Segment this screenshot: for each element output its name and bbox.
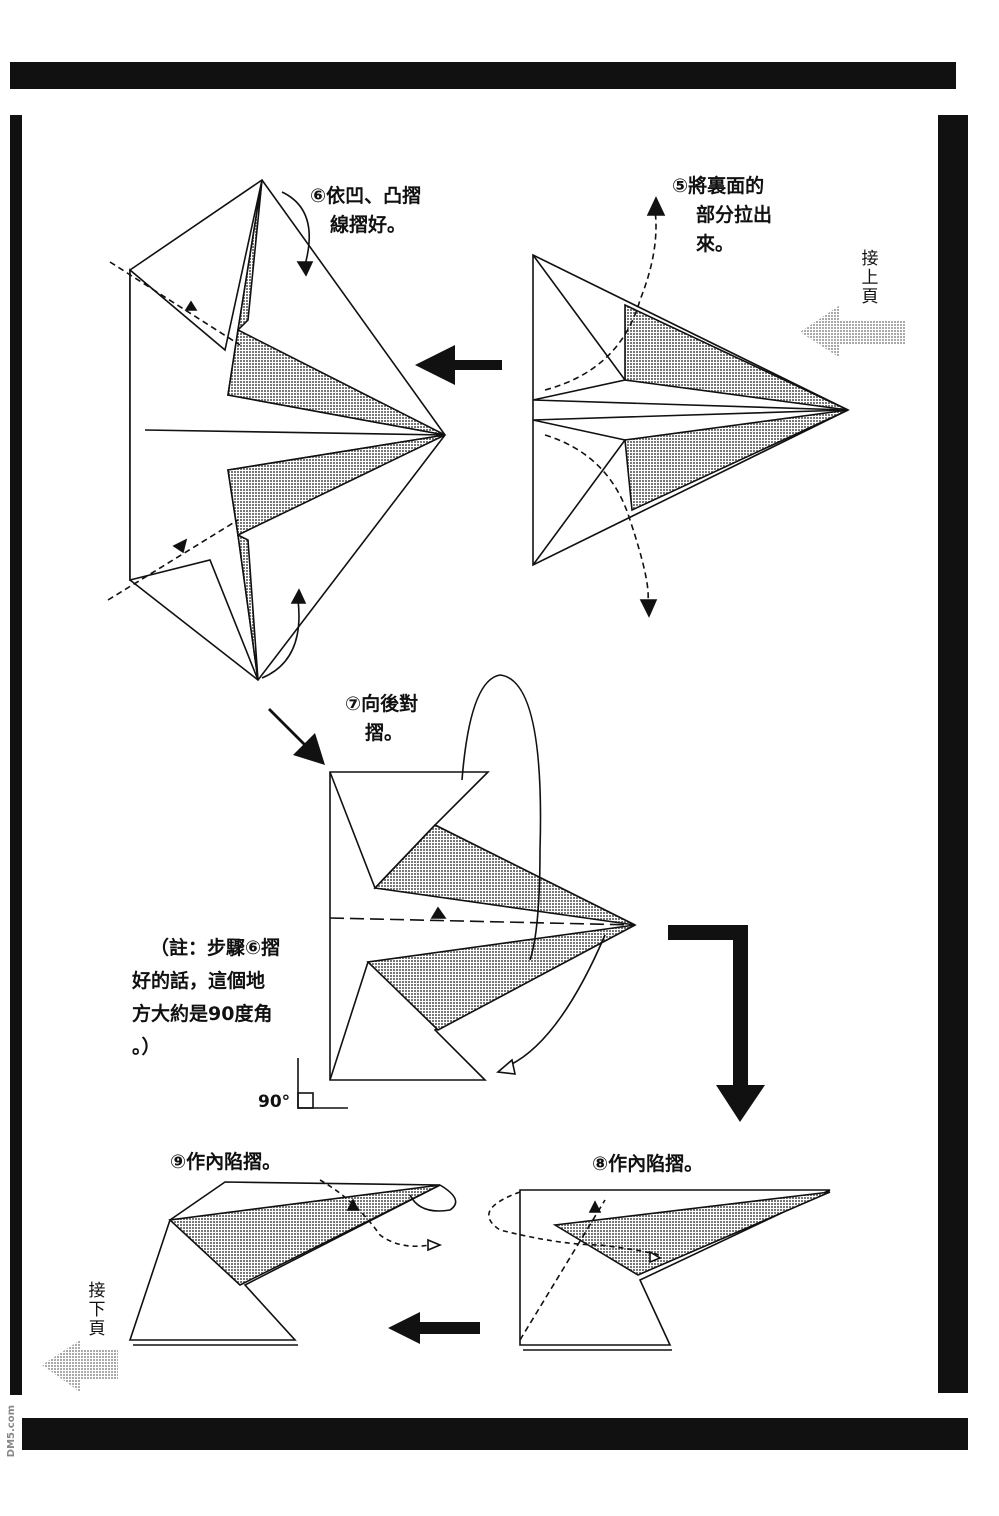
flow-arrows — [268, 345, 765, 1344]
step5-figure — [532, 196, 850, 618]
note-line4: 。） — [132, 1036, 161, 1058]
step5-line1: ⑤將裏面的 — [672, 175, 765, 197]
step8-instruction: ⑧作內陷摺。 — [592, 1153, 704, 1175]
angle-label: 90° — [258, 1092, 291, 1112]
next-page-label[interactable]: 接下頁 — [88, 1281, 106, 1339]
prev-page-arrow — [800, 305, 905, 358]
step5-line3: 來。 — [696, 233, 735, 255]
note-line2: 好的話，這個地 — [132, 970, 266, 992]
step5-instruction: ⑤將裏面的 部分拉出 來。 — [672, 172, 772, 259]
step9-instruction: ⑨作內陷摺。 — [170, 1151, 282, 1173]
top-border-bar — [10, 62, 956, 89]
prev-page-label[interactable]: 接上頁 — [861, 249, 879, 307]
step7-instruction: ⑦向後對 摺。 — [345, 690, 418, 748]
watermark: DM5.com — [6, 1405, 17, 1458]
next-page-arrow — [42, 1340, 118, 1392]
note-line3: 方大約是90度角 — [132, 1003, 273, 1025]
step7-figure — [297, 674, 637, 1109]
right-border-bar — [938, 115, 968, 1393]
step6-line1: ⑥依凹、凸摺 — [310, 185, 422, 207]
step6-figure — [107, 178, 446, 682]
bottom-border-bar — [22, 1418, 968, 1450]
step5-line2: 部分拉出 — [696, 204, 773, 226]
left-border-bar — [10, 115, 22, 1395]
step6-instruction: ⑥依凹、凸摺 線摺好。 — [310, 182, 421, 240]
step7-line2: 摺。 — [365, 722, 404, 744]
step9-figure — [128, 1179, 457, 1346]
step7-line1: ⑦向後對 — [345, 693, 419, 715]
step6-note: （註：步驟⑥摺 好的話，這個地 方大約是90度角 。） — [132, 932, 281, 1064]
step6-line2: 線摺好。 — [330, 214, 407, 236]
step8-figure — [488, 1189, 831, 1351]
note-line1: （註：步驟⑥摺 — [150, 937, 281, 959]
